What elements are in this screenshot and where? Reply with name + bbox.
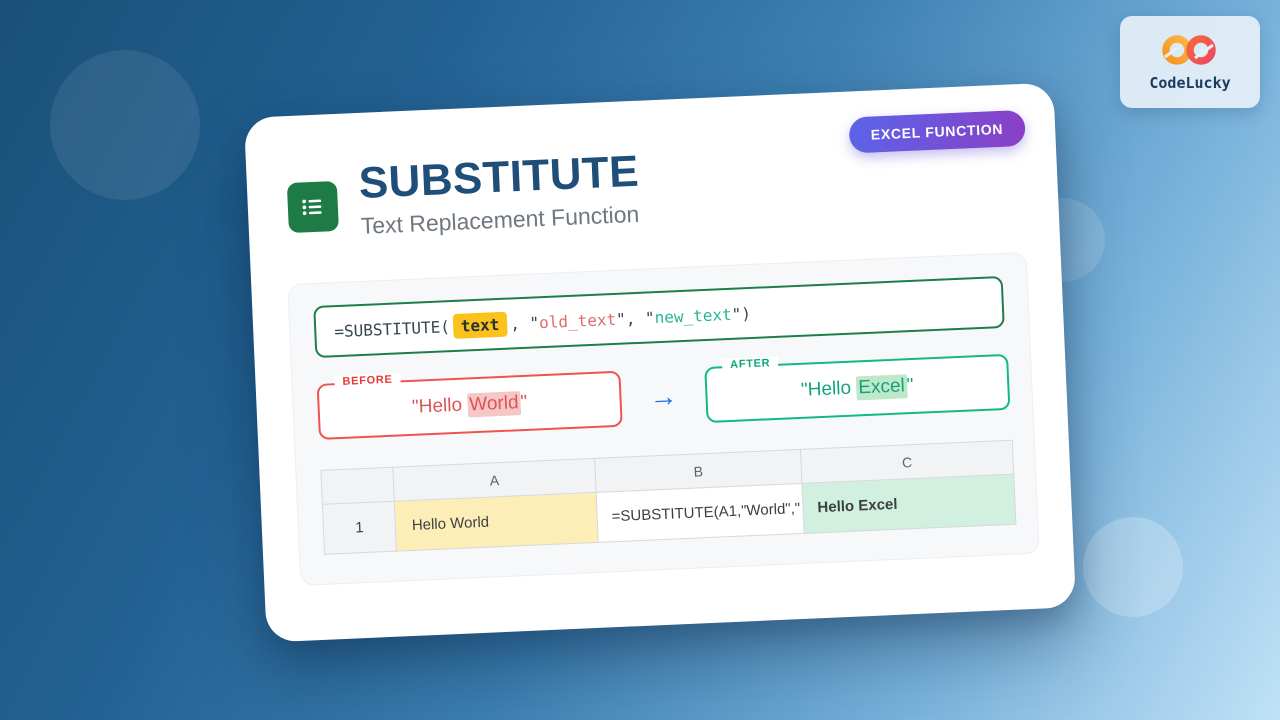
formula-syntax-box: =SUBSTITUTE(text, "old_text", "new_text"… bbox=[313, 275, 1005, 359]
page-title: SUBSTITUTE bbox=[357, 146, 640, 208]
background-circle bbox=[50, 50, 200, 200]
cell-c1-result: Hello Excel bbox=[801, 474, 1016, 534]
background-circle bbox=[1083, 517, 1183, 617]
title-block: SUBSTITUTE Text Replacement Function bbox=[357, 146, 641, 240]
content-panel: =SUBSTITUTE(text, "old_text", "new_text"… bbox=[287, 251, 1040, 586]
before-text-close: " bbox=[520, 391, 528, 414]
brand-name: CodeLucky bbox=[1149, 74, 1231, 92]
formula-close: ") bbox=[731, 303, 752, 324]
formula-old-text-arg: old_text bbox=[538, 309, 617, 332]
formula-prefix: =SUBSTITUTE( bbox=[333, 316, 451, 341]
formula-param-text: text bbox=[452, 311, 508, 339]
before-after-row: BEFORE "Hello World" → AFTER "Hello Exce… bbox=[316, 353, 1011, 440]
after-text: "Hello bbox=[800, 377, 857, 401]
before-text: "Hello bbox=[411, 394, 468, 418]
page-subtitle: Text Replacement Function bbox=[360, 200, 640, 240]
corner-header-cell bbox=[320, 467, 395, 505]
after-highlight: Excel bbox=[855, 374, 908, 401]
before-highlight: World bbox=[466, 391, 522, 418]
formula-comma: , bbox=[509, 313, 530, 333]
after-text-close: " bbox=[906, 374, 914, 397]
category-badge: EXCEL FUNCTION bbox=[848, 109, 1026, 154]
spreadsheet-example: A B C 1 Hello World =SUBSTITUTE(A1,"Worl… bbox=[320, 440, 1016, 555]
list-icon bbox=[286, 180, 339, 233]
infinity-icon bbox=[1157, 32, 1223, 73]
cell-b1-formula: =SUBSTITUTE(A1,"World"," bbox=[596, 483, 805, 543]
card-header: SUBSTITUTE Text Replacement Function bbox=[286, 146, 641, 243]
main-card: EXCEL FUNCTION SUBSTITUTE Text Replaceme… bbox=[243, 82, 1077, 643]
after-label: AFTER bbox=[721, 356, 779, 372]
before-box: BEFORE "Hello World" bbox=[316, 370, 623, 440]
brand-logo-card: CodeLucky bbox=[1120, 16, 1260, 108]
after-box: AFTER "Hello Excel" bbox=[704, 353, 1011, 424]
formula-new-text-arg: new_text bbox=[654, 304, 733, 327]
cell-a1: Hello World bbox=[394, 492, 599, 552]
row-number-cell: 1 bbox=[322, 501, 397, 555]
before-label: BEFORE bbox=[334, 373, 401, 389]
formula-quote-comma: ", bbox=[615, 308, 646, 329]
arrow-right-icon: → bbox=[648, 380, 679, 413]
